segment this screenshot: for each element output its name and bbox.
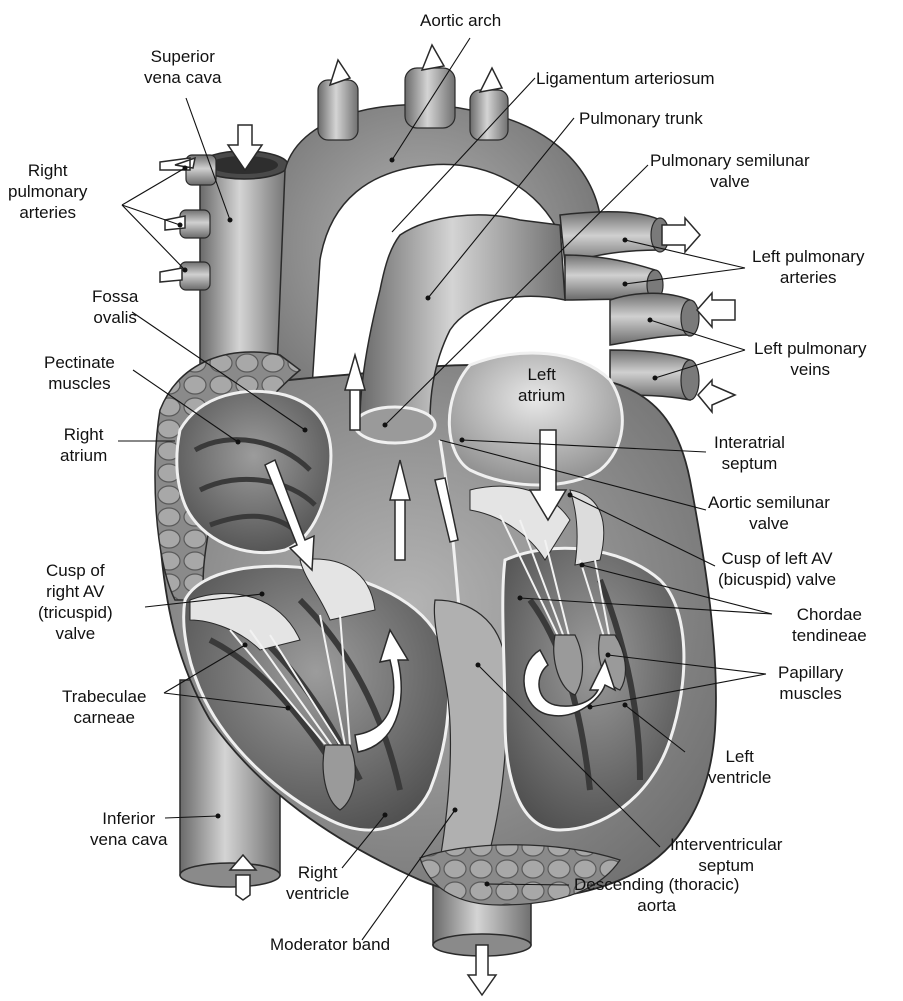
label-line: Superior bbox=[144, 46, 222, 67]
label-line: Left bbox=[708, 746, 771, 767]
label-superior-vena-cava: Superior vena cava bbox=[144, 46, 222, 88]
left-pulmonary-arteries-shape bbox=[560, 212, 669, 300]
label-line: ventricle bbox=[708, 767, 771, 788]
label-interatrial-septum: Interatrial septum bbox=[714, 432, 785, 474]
label-line: Interventricular bbox=[670, 834, 782, 855]
label-line: carneae bbox=[62, 707, 146, 728]
label-line: Right bbox=[60, 424, 107, 445]
label-left-ventricle: Left ventricle bbox=[708, 746, 771, 788]
label-line: Papillary bbox=[778, 662, 843, 683]
label-line: atrium bbox=[60, 445, 107, 466]
label-line: valve bbox=[708, 513, 830, 534]
label-line: Fossa bbox=[92, 286, 138, 307]
label-left-atrium: Left atrium bbox=[518, 364, 565, 406]
label-line: Left pulmonary bbox=[754, 338, 866, 359]
label-line: arteries bbox=[752, 267, 864, 288]
label-line: ventricle bbox=[286, 883, 349, 904]
label-descending-aorta: Descending (thoracic) aorta bbox=[574, 874, 739, 916]
label-line: Right bbox=[286, 862, 349, 883]
label-pectinate-muscles: Pectinate muscles bbox=[44, 352, 115, 394]
label-right-ventricle: Right ventricle bbox=[286, 862, 349, 904]
label-ligamentum-arteriosum: Ligamentum arteriosum bbox=[536, 68, 715, 89]
label-line: septum bbox=[670, 855, 782, 876]
label-cusp-left-av: Cusp of left AV (bicuspid) valve bbox=[718, 548, 836, 590]
label-line: vena cava bbox=[90, 829, 168, 850]
label-moderator-band: Moderator band bbox=[270, 934, 390, 955]
label-line: septum bbox=[714, 453, 785, 474]
label-line: Left pulmonary bbox=[752, 246, 864, 267]
label-right-atrium: Right atrium bbox=[60, 424, 107, 466]
label-line: right AV bbox=[38, 581, 113, 602]
label-papillary-muscles: Papillary muscles bbox=[778, 662, 843, 704]
label-line: muscles bbox=[778, 683, 843, 704]
label-left-pulmonary-veins: Left pulmonary veins bbox=[754, 338, 866, 380]
label-line: (bicuspid) valve bbox=[718, 569, 836, 590]
label-fossa-ovalis: Fossa ovalis bbox=[92, 286, 138, 328]
label-line: Cusp of left AV bbox=[718, 548, 836, 569]
label-line: Interatrial bbox=[714, 432, 785, 453]
label-line: Cusp of bbox=[38, 560, 113, 581]
label-trabeculae-carneae: Trabeculae carneae bbox=[62, 686, 146, 728]
label-line: valve bbox=[38, 623, 113, 644]
label-line: Trabeculae bbox=[62, 686, 146, 707]
label-cusp-right-av: Cusp of right AV (tricuspid) valve bbox=[38, 560, 113, 644]
label-left-pulmonary-arteries: Left pulmonary arteries bbox=[752, 246, 864, 288]
label-line: (tricuspid) bbox=[38, 602, 113, 623]
label-inferior-vena-cava: Inferior vena cava bbox=[90, 808, 168, 850]
label-line: Inferior bbox=[90, 808, 168, 829]
label-line: Right bbox=[8, 160, 87, 181]
label-interventricular-septum: Interventricular septum bbox=[670, 834, 782, 876]
label-line: valve bbox=[650, 171, 810, 192]
label-line: arteries bbox=[8, 202, 87, 223]
label-line: aorta bbox=[574, 895, 739, 916]
label-aortic-semilunar-valve: Aortic semilunar valve bbox=[708, 492, 830, 534]
label-line: Descending (thoracic) bbox=[574, 874, 739, 895]
label-line: atrium bbox=[518, 385, 565, 406]
left-pulmonary-veins-shape bbox=[610, 293, 699, 400]
label-line: Pulmonary semilunar bbox=[650, 150, 810, 171]
label-line: muscles bbox=[44, 373, 115, 394]
label-aortic-arch: Aortic arch bbox=[420, 10, 501, 31]
label-line: vena cava bbox=[144, 67, 222, 88]
label-line: Aortic semilunar bbox=[708, 492, 830, 513]
label-line: tendineae bbox=[792, 625, 867, 646]
label-line: Left bbox=[518, 364, 565, 385]
label-chordae-tendineae: Chordae tendineae bbox=[792, 604, 867, 646]
label-line: Chordae bbox=[792, 604, 867, 625]
label-right-pulmonary-arteries: Right pulmonary arteries bbox=[8, 160, 87, 223]
label-pulmonary-trunk: Pulmonary trunk bbox=[579, 108, 703, 129]
label-line: ovalis bbox=[92, 307, 138, 328]
label-line: pulmonary bbox=[8, 181, 87, 202]
label-line: veins bbox=[754, 359, 866, 380]
label-line: Pectinate bbox=[44, 352, 115, 373]
label-pulmonary-semilunar-valve: Pulmonary semilunar valve bbox=[650, 150, 810, 192]
